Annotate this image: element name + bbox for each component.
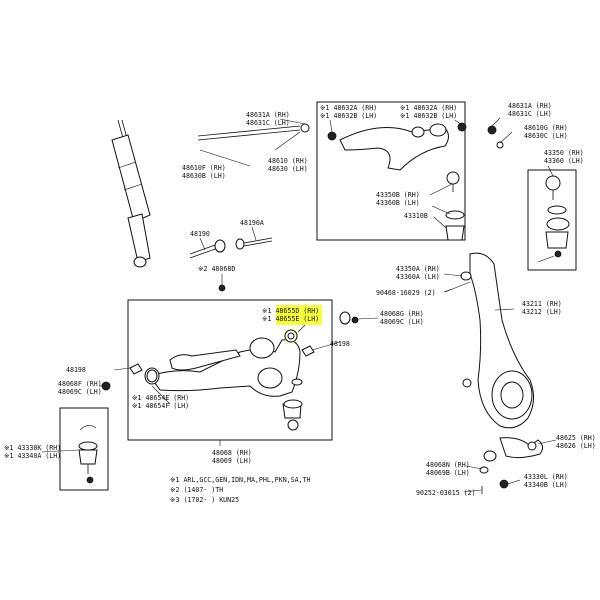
label-48190A[interactable]: 48190A — [240, 219, 264, 227]
label-48610F[interactable]: 48610F (RH)48630B (LH) — [182, 164, 226, 180]
label-48610G[interactable]: 48610G (RH)48630C (LH) — [524, 124, 568, 140]
lower-ball-joint-kit-box — [59, 407, 109, 491]
label-48190[interactable]: 48190 — [190, 230, 210, 238]
footnote-2: ※2 (1407- )TH — [170, 486, 223, 494]
label-43350[interactable]: 43350 (RH)43360 (LH) — [544, 149, 584, 165]
nut-48068D — [218, 284, 226, 292]
lower-arm-box — [127, 299, 333, 441]
label-48632A-left[interactable]: ※1 48632A (RH)※1 48632B (LH) — [320, 104, 377, 120]
footnotes: ※1 ARL,GCC,GEN,IDN,MA,PHL,PKN,SA,TH ※2 (… — [170, 476, 311, 504]
nut-48631A-right — [487, 125, 497, 135]
label-43330K[interactable]: ※1 43330K (RH)※1 43340A (LH) — [4, 444, 61, 460]
ball-joint-kit — [537, 175, 570, 263]
nut-48069C — [351, 316, 359, 324]
nut-43350A — [460, 271, 472, 281]
label-48068[interactable]: 48068 (RH)48069 (LH) — [212, 449, 252, 465]
label-48631A[interactable]: 48631A (RH)48631C (LH) — [246, 111, 290, 127]
bushing-48655D — [284, 329, 298, 343]
washer-48068G — [339, 311, 351, 325]
part-labels: 48631A (RH)48631C (LH) ※1 48632A (RH)※1 … — [4, 102, 596, 497]
footnote-3: ※3 (1702- ) KUN25 — [170, 496, 239, 504]
label-48632A-right[interactable]: ※1 48632A (RH)※1 48632B (LH) — [400, 104, 457, 120]
label-48610[interactable]: 48610 (RH)48630 (LH) — [268, 157, 308, 173]
label-48655D[interactable]: ※1 48655D (RH)※1 48655E (LH) — [262, 307, 319, 323]
ball-joint-kit-box — [527, 169, 577, 271]
upper-rod — [197, 123, 310, 141]
steering-knuckle — [462, 252, 544, 462]
label-48654E[interactable]: ※1 48654E (RH)※1 48654F (LH) — [132, 394, 189, 410]
nut-48068N — [479, 466, 489, 474]
label-48625[interactable]: 48625 (RH)48626 (LH) — [556, 434, 596, 450]
label-48198-left[interactable]: 48198 — [66, 366, 86, 374]
label-90252[interactable]: 90252-03015 (2) — [416, 489, 476, 497]
bushing-48654E — [146, 369, 158, 383]
bolt-48190 — [189, 239, 226, 259]
label-48068G[interactable]: 48068G (RH)48069C (LH) — [380, 310, 424, 326]
label-48068D[interactable]: ※2 48068D — [198, 265, 235, 273]
cam-48198-right — [301, 345, 315, 357]
bolt-48190A — [235, 237, 273, 250]
cam-48198-left — [129, 363, 143, 375]
label-48068N[interactable]: 48068N (RH)48069B (LH) — [426, 461, 470, 477]
nut-43330L — [499, 479, 509, 489]
label-43350A[interactable]: 43350A (RH)43360A (LH) — [396, 265, 440, 281]
label-48068F[interactable]: 48068F (RH)48069C (LH) — [58, 380, 102, 396]
lower-ball-joint-kit — [78, 425, 98, 484]
leader-lines — [41, 117, 557, 493]
upper-arm-box — [316, 101, 466, 241]
label-48631A-right[interactable]: 48631A (RH)48631C (LH) — [508, 102, 552, 118]
lower-control-arm — [144, 337, 303, 431]
label-43350B[interactable]: 43350B (RH)43360B (LH) — [376, 191, 420, 207]
footnote-1: ※1 ARL,GCC,GEN,IDN,MA,PHL,PKN,SA,TH — [170, 476, 311, 484]
label-43310B[interactable]: 43310B — [404, 212, 428, 220]
label-43330L[interactable]: 43330L (RH)43340B (LH) — [524, 473, 568, 489]
highlight-48655D — [276, 305, 322, 325]
label-48198-right[interactable]: 48198 — [330, 340, 350, 348]
shock-absorber — [111, 119, 151, 268]
label-90468[interactable]: 90468-16029 (2) — [376, 289, 436, 297]
washer-48610G — [496, 141, 504, 149]
label-43211[interactable]: 43211 (RH)43212 (LH) — [522, 300, 562, 316]
upper-control-arm — [327, 122, 467, 241]
